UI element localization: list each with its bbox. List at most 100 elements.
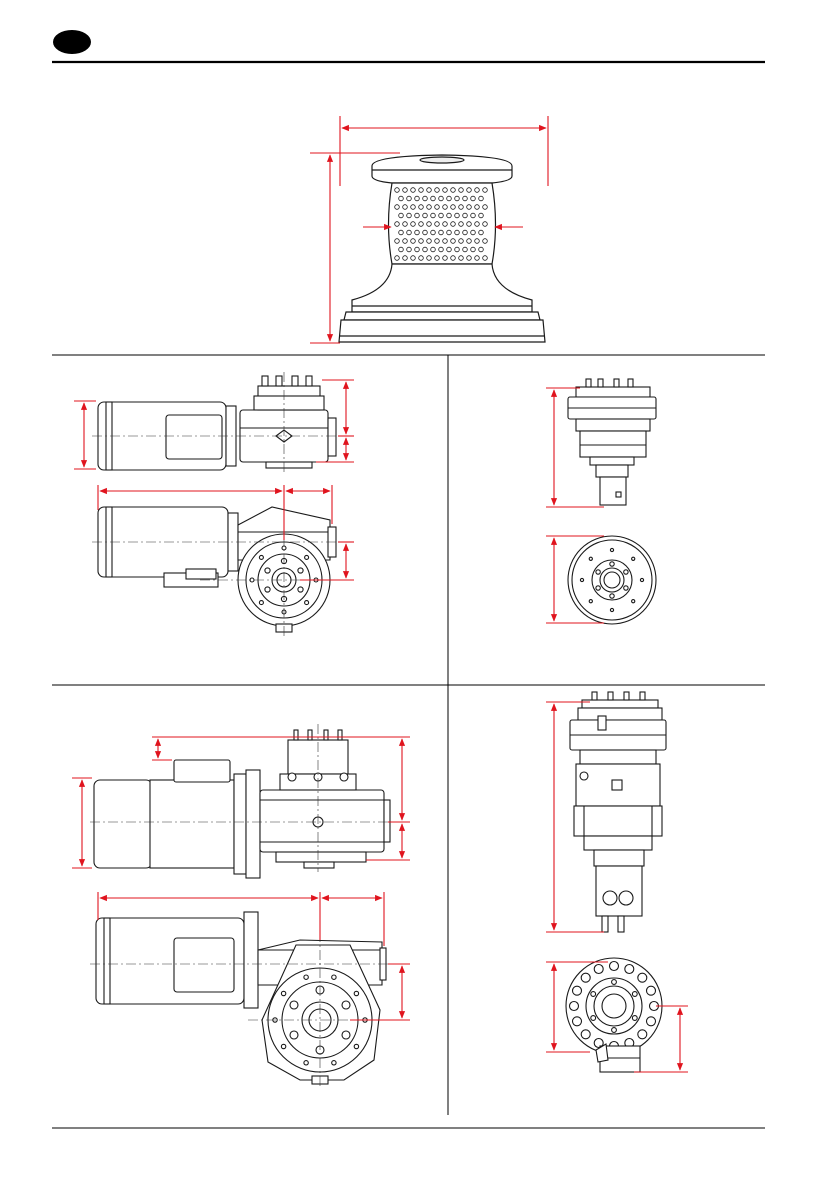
grip-hole xyxy=(447,247,452,252)
grip-hole xyxy=(451,239,456,244)
grip-hole xyxy=(475,239,480,244)
bolt-hole xyxy=(259,601,263,605)
bolt-hole xyxy=(632,600,635,603)
grip-hole xyxy=(459,188,464,193)
grip-hole xyxy=(451,222,456,227)
bolt-hole xyxy=(298,568,303,573)
grip-hole xyxy=(415,213,420,218)
grip-hole xyxy=(399,196,404,201)
bolt-hole xyxy=(580,578,583,581)
grip-hole xyxy=(443,188,448,193)
grip-hole xyxy=(479,196,484,201)
grip-hole xyxy=(451,256,456,261)
grip-hole xyxy=(479,230,484,235)
grip-hole xyxy=(411,188,416,193)
grip-hole xyxy=(407,196,412,201)
bolt-hole xyxy=(342,1031,350,1039)
grip-hole xyxy=(403,256,408,261)
grip-hole xyxy=(423,213,428,218)
grip-hole xyxy=(419,239,424,244)
grip-hole xyxy=(483,239,488,244)
grip-hole xyxy=(475,222,480,227)
grip-hole xyxy=(451,188,456,193)
bolt-hole xyxy=(594,965,603,974)
grip-hole xyxy=(427,188,432,193)
grip-hole xyxy=(431,247,436,252)
page-header xyxy=(52,30,765,62)
bolt-hole xyxy=(625,965,634,974)
bolt-hole xyxy=(638,1030,647,1039)
grip-hole xyxy=(479,213,484,218)
grip-hole xyxy=(435,205,440,210)
grip-hole xyxy=(483,188,488,193)
small-assembly-front-view xyxy=(98,507,336,632)
grip-hole xyxy=(475,188,480,193)
small-gearbox-side-view xyxy=(568,379,656,505)
small-gearbox-end-view xyxy=(568,536,656,624)
grip-hole xyxy=(471,196,476,201)
bolt-hole xyxy=(304,1061,308,1065)
bolt-hole xyxy=(305,601,309,605)
grip-hole xyxy=(435,222,440,227)
bolt-hole xyxy=(612,980,617,985)
grip-hole xyxy=(435,188,440,193)
bolt-hole xyxy=(354,1044,358,1048)
bolt-hole xyxy=(596,586,600,590)
grip-hole xyxy=(439,196,444,201)
grip-hole xyxy=(455,213,460,218)
grip-hole xyxy=(427,205,432,210)
bolt-hole xyxy=(591,992,596,997)
grip-hole xyxy=(411,205,416,210)
grip-hole xyxy=(439,230,444,235)
bolt-hole xyxy=(596,570,600,574)
grip-hole xyxy=(467,256,472,261)
bolt-hole xyxy=(624,586,628,590)
grip-hole xyxy=(471,247,476,252)
bolt-hole xyxy=(265,587,270,592)
bolt-hole xyxy=(298,587,303,592)
grip-hole xyxy=(395,188,400,193)
grip-hole xyxy=(419,188,424,193)
grip-hole xyxy=(443,205,448,210)
bolt-hole xyxy=(332,975,336,979)
grip-hole xyxy=(443,222,448,227)
bolt-hole xyxy=(332,1061,336,1065)
grip-hole xyxy=(467,222,472,227)
grip-hole xyxy=(427,256,432,261)
bolt-hole xyxy=(610,594,614,598)
grip-hole xyxy=(447,230,452,235)
grip-hole xyxy=(411,239,416,244)
grip-hole xyxy=(415,247,420,252)
grip-hole xyxy=(447,213,452,218)
bolt-hole xyxy=(610,608,613,611)
large-gearbox-end-view xyxy=(566,958,662,1072)
bolt-hole xyxy=(305,555,309,559)
grip-hole xyxy=(471,213,476,218)
grip-hole xyxy=(431,213,436,218)
grip-hole xyxy=(455,230,460,235)
grip-hole xyxy=(411,256,416,261)
large-assembly-top-view xyxy=(94,730,390,878)
grip-hole xyxy=(419,222,424,227)
grip-hole xyxy=(459,239,464,244)
grip-hole xyxy=(439,213,444,218)
grip-hole xyxy=(459,222,464,227)
grip-hole xyxy=(467,239,472,244)
bolt-hole xyxy=(304,975,308,979)
grip-hole xyxy=(423,196,428,201)
grip-hole xyxy=(407,230,412,235)
bolt-hole xyxy=(638,973,647,982)
bolt-hole xyxy=(573,1017,582,1026)
bolt-hole xyxy=(581,973,590,982)
grip-hole xyxy=(403,188,408,193)
bolt-hole xyxy=(589,557,592,560)
grip-hole xyxy=(395,222,400,227)
bolt-hole xyxy=(647,986,656,995)
grip-hole xyxy=(463,196,468,201)
grip-hole xyxy=(419,205,424,210)
grip-hole xyxy=(475,256,480,261)
bolt-hole xyxy=(290,1001,298,1009)
grip-hole xyxy=(463,247,468,252)
bolt-hole xyxy=(647,1017,656,1026)
bolt-hole xyxy=(640,578,643,581)
